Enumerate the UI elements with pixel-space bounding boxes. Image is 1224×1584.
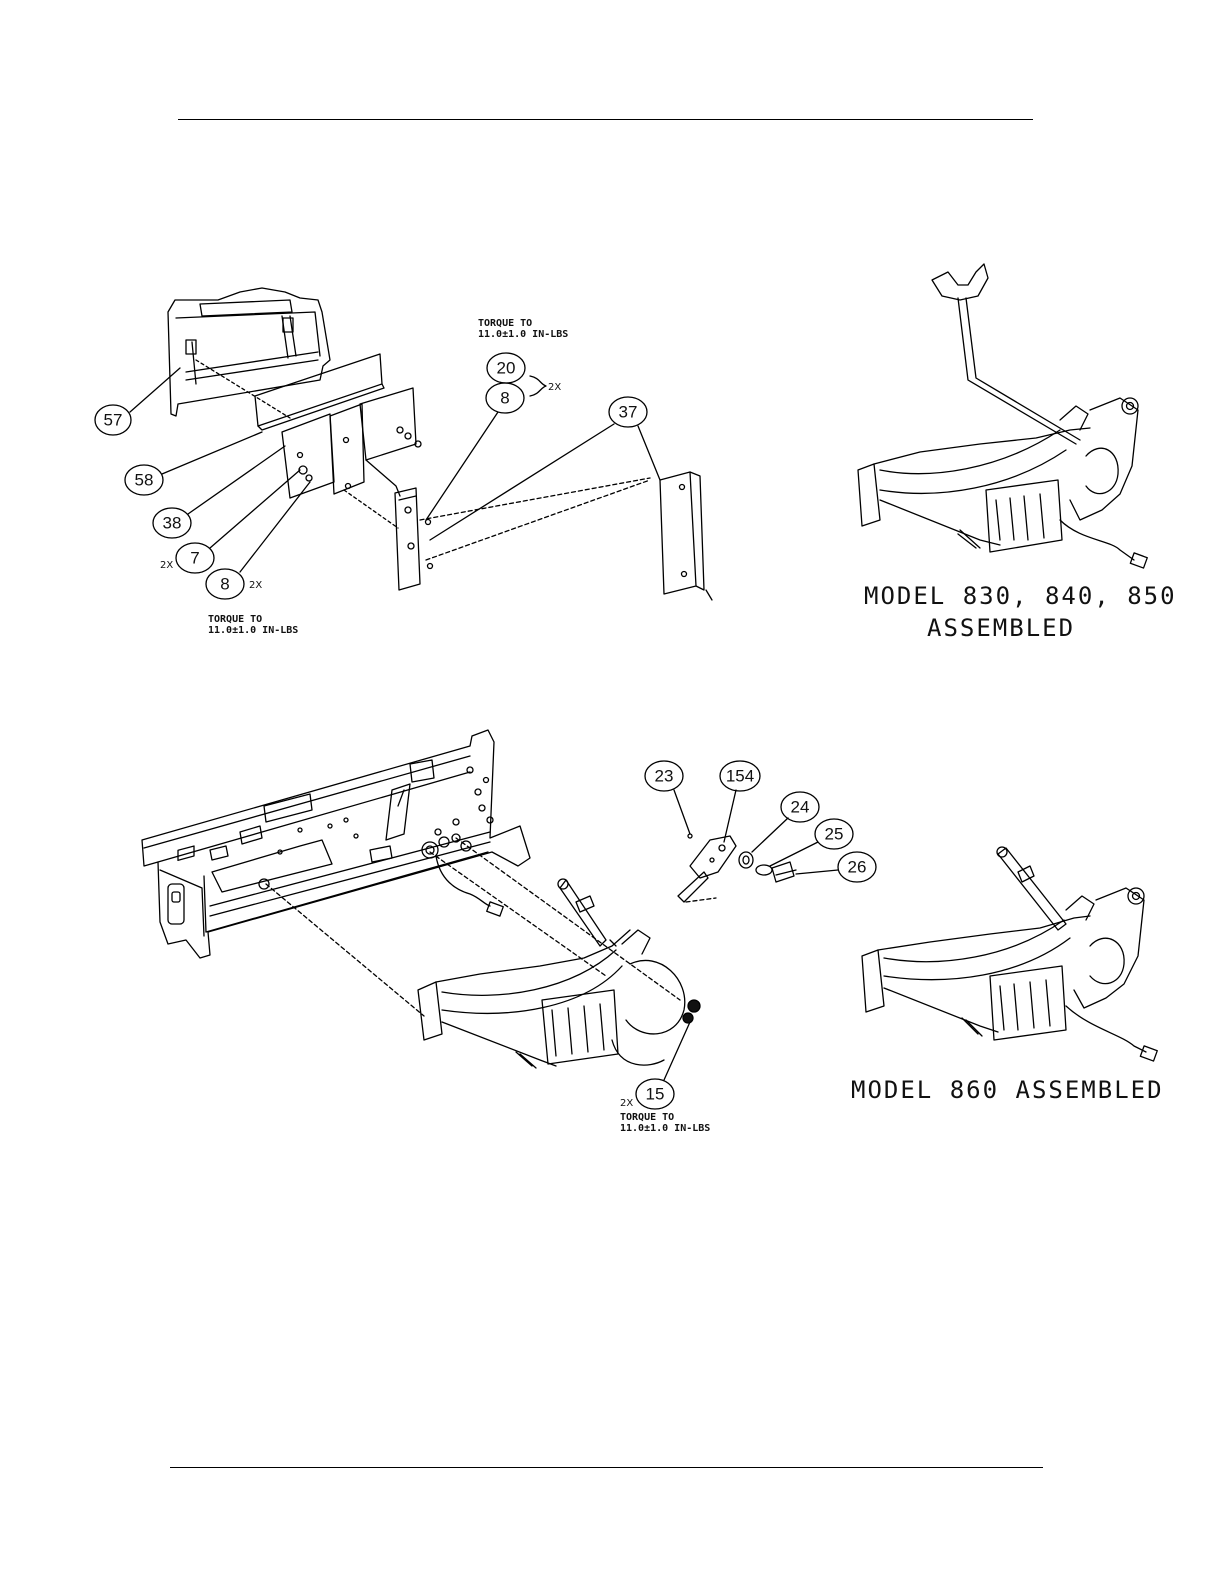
- caption-model-860-assembled: MODEL 860 ASSEMBLED: [851, 1076, 1164, 1104]
- callout-57-label: 57: [104, 411, 123, 430]
- callout-25-label: 25: [825, 825, 844, 844]
- qty-15: 2X: [620, 1098, 633, 1109]
- callout-38-label: 38: [163, 514, 182, 533]
- torque-note-value: 11.0±1.0 IN-LBS: [620, 1123, 710, 1134]
- caption-assembled: ASSEMBLED: [927, 614, 1075, 642]
- torque-note-label: TORQUE TO: [478, 318, 568, 329]
- callout-58-label: 58: [135, 471, 154, 490]
- callout-8a-label: 8: [220, 575, 229, 594]
- callout-24-label: 24: [791, 798, 810, 817]
- torque-note-lower: TORQUE TO 11.0±1.0 IN-LBS: [620, 1112, 710, 1134]
- qty-7: 2X: [160, 560, 173, 571]
- caption-model-830-840-850: MODEL 830, 840, 850: [864, 582, 1177, 610]
- torque-note-top-right: TORQUE TO 11.0±1.0 IN-LBS: [478, 318, 568, 340]
- callout-37-label: 37: [619, 403, 638, 422]
- callout-8b-label: 8: [500, 389, 509, 408]
- printhead-exploded: [418, 879, 700, 1068]
- torque-note-value: 11.0±1.0 IN-LBS: [208, 625, 298, 636]
- torque-note-label: TORQUE TO: [208, 614, 298, 625]
- model-860-assembled: [862, 847, 1157, 1061]
- torque-note-value: 11.0±1.0 IN-LBS: [478, 329, 568, 340]
- bracket-brace: [530, 376, 546, 396]
- bezel-assembly-exploded: [168, 288, 712, 600]
- qty-20-8: 2X: [548, 382, 561, 393]
- callout-7-label: 7: [190, 549, 199, 568]
- callout-20-label: 20: [497, 359, 516, 378]
- qty-8: 2X: [249, 580, 262, 591]
- callout-15-label: 15: [646, 1085, 665, 1104]
- sensor-and-fasteners: [678, 834, 796, 902]
- torque-note-bottom-left: TORQUE TO 11.0±1.0 IN-LBS: [208, 614, 298, 636]
- callout-154-label: 154: [726, 767, 754, 786]
- callout-26-label: 26: [848, 858, 867, 877]
- torque-note-label: TORQUE TO: [620, 1112, 710, 1123]
- model-830-840-850-assembled: [858, 264, 1147, 568]
- callout-23-label: 23: [655, 767, 674, 786]
- chassis-exploded: [142, 730, 680, 1016]
